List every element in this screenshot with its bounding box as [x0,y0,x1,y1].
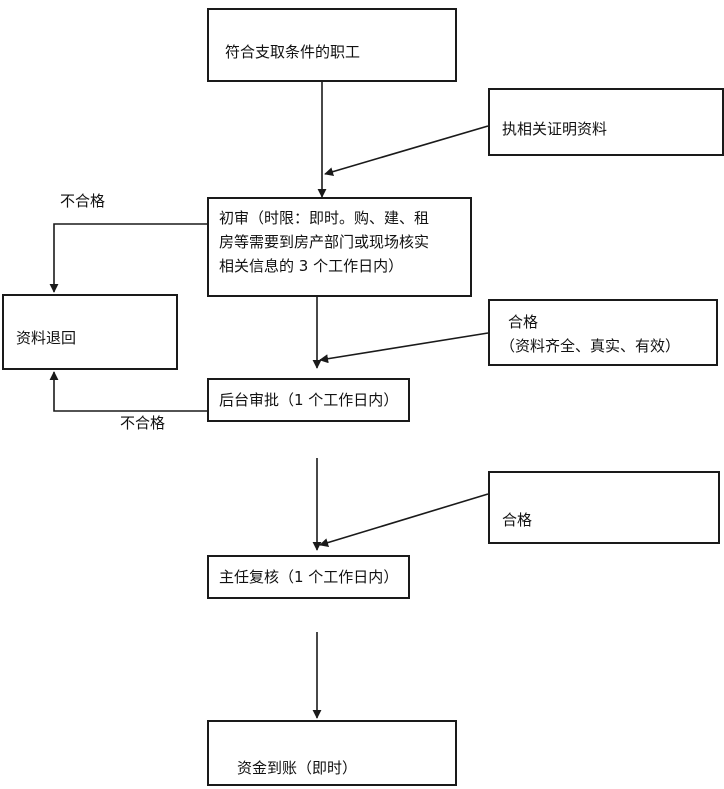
label-fail-2: 不合格 [120,414,166,432]
node-qualified-2: 合格 [488,471,720,544]
node-director-review: 主任复核（1 个工作日内） [207,555,410,599]
label-fail-1: 不合格 [60,192,106,210]
qualified-1-line-2: （资料齐全、真实、有效） [500,337,681,355]
arrow-fail-1 [49,223,207,293]
arrow-docs-to-main [324,125,489,177]
director-review-text: 主任复核（1 个工作日内） [219,568,399,586]
qualified-1-line-1: 合格 [508,313,539,331]
arrow-fail-2 [49,371,207,412]
node-initial-review: 初审（时限：即时。购、建、租 房等需要到房产部门或现场核实 相关信息的 3 个工… [207,197,472,297]
node-docs-text: 执相关证明资料 [502,120,608,138]
arrow-qualified2-to-main [319,493,489,547]
node-funds-text: 资金到账（即时） [237,759,358,777]
node-funds: 资金到账（即时） [207,720,457,786]
qualified-2-text: 合格 [502,511,533,529]
backend-approval-text: 后台审批（1 个工作日内） [219,391,399,409]
node-backend-approval: 后台审批（1 个工作日内） [207,378,410,422]
node-return: 资料退回 [2,294,178,370]
node-qualified-1: 合格 （资料齐全、真实、有效） [488,299,718,366]
node-docs: 执相关证明资料 [488,88,724,156]
initial-review-line-3: 相关信息的 3 个工作日内） [219,257,404,275]
node-start-text: 符合支取条件的职工 [225,43,361,61]
initial-review-line-2: 房等需要到房产部门或现场核实 [219,233,430,251]
initial-review-line-1: 初审（时限：即时。购、建、租 [219,209,430,227]
arrow-qualified1-to-main [319,332,489,364]
node-start: 符合支取条件的职工 [207,8,457,82]
node-return-text: 资料退回 [16,329,77,347]
